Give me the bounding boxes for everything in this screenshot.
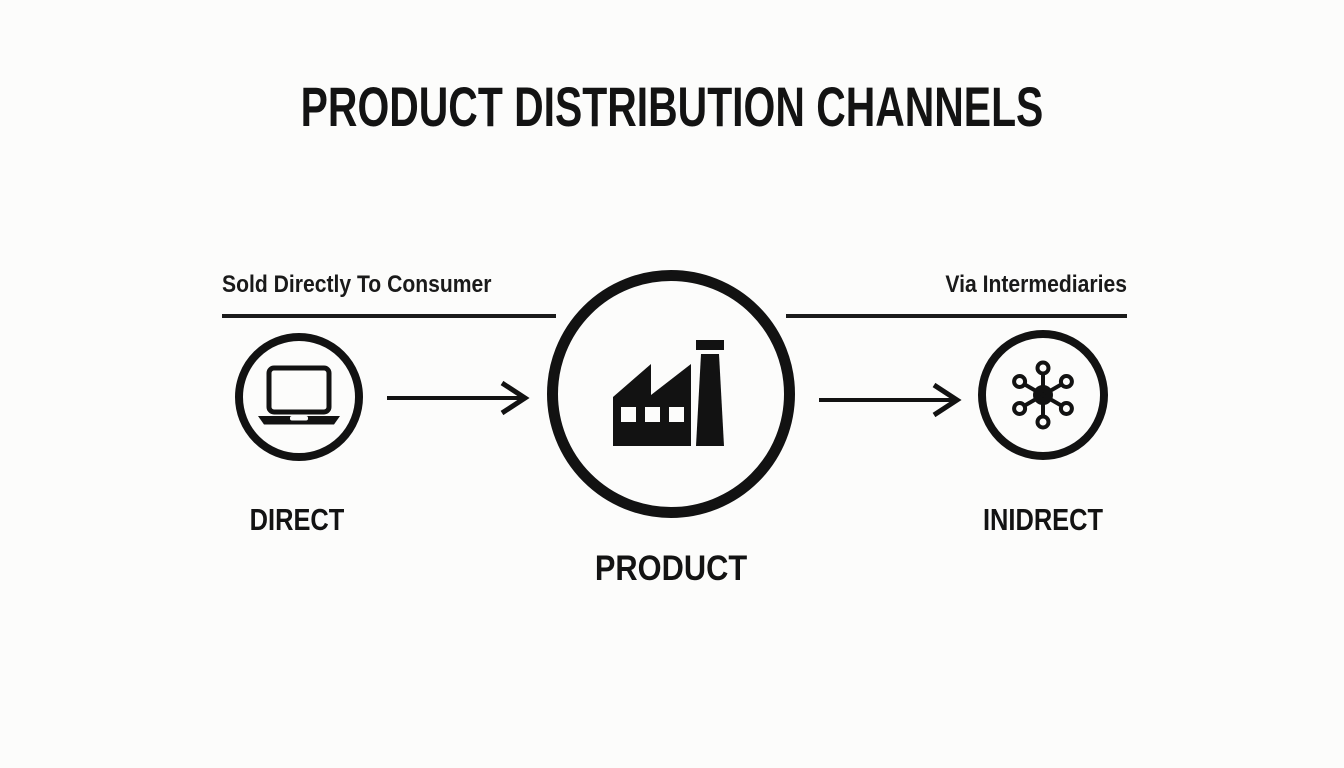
product-node-circle — [547, 270, 795, 518]
flow-arrow-product-to-indirect — [819, 382, 962, 418]
indirect-node-label: INIDRECT — [982, 502, 1104, 537]
diagram-title: PRODUCT DISTRIBUTION CHANNELS — [300, 75, 1044, 138]
factory-icon — [613, 340, 724, 446]
flow-arrow-direct-to-product — [387, 380, 530, 416]
product-node-label: PRODUCT — [594, 549, 748, 588]
direct-node-circle — [235, 333, 363, 461]
direct-node-label: DIRECT — [249, 502, 345, 537]
indirect-channel-rule — [786, 314, 1127, 318]
indirect-node-circle — [978, 330, 1108, 460]
direct-channel-caption: Sold Directly To Consumer — [222, 271, 492, 298]
network-hub-icon — [1012, 360, 1074, 430]
indirect-channel-caption: Via Intermediaries — [945, 271, 1127, 298]
laptop-icon — [258, 365, 340, 425]
direct-channel-rule — [222, 314, 556, 318]
